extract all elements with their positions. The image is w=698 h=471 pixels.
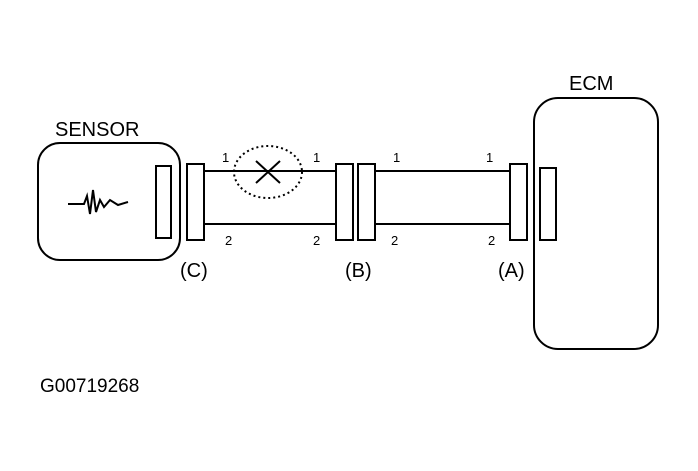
sensor-label: SENSOR [55, 119, 139, 141]
connector-c-label: (C) [180, 260, 208, 282]
pin-a-2: 2 [488, 233, 495, 248]
connector-a [509, 163, 528, 241]
pin-b-right-1: 1 [393, 150, 400, 165]
connector-b-left [335, 163, 354, 241]
open-circuit-marker [233, 145, 303, 199]
connector-b-label: (B) [345, 260, 372, 282]
connector-a-label: (A) [498, 260, 525, 282]
sensor-block: SENSOR [37, 119, 181, 261]
ecm-connector-plate [539, 167, 557, 241]
pin-a-1: 1 [486, 150, 493, 165]
pin-c-1: 1 [222, 150, 229, 165]
dotted-circle [233, 145, 303, 199]
open-circuit-x-icon [255, 160, 281, 184]
sensor-connector-plate [155, 165, 172, 239]
figure-code: G00719268 [40, 376, 139, 397]
pin-c-2: 2 [225, 233, 232, 248]
connector-b-right [357, 163, 376, 241]
pin-b-left-2: 2 [313, 233, 320, 248]
sensor-waveform-icon [68, 189, 129, 215]
pin-b-right-2: 2 [391, 233, 398, 248]
connector-c [186, 163, 205, 241]
pin-b-left-1: 1 [313, 150, 320, 165]
ecm-block: ECM [533, 73, 659, 350]
ecm-label: ECM [569, 73, 613, 95]
